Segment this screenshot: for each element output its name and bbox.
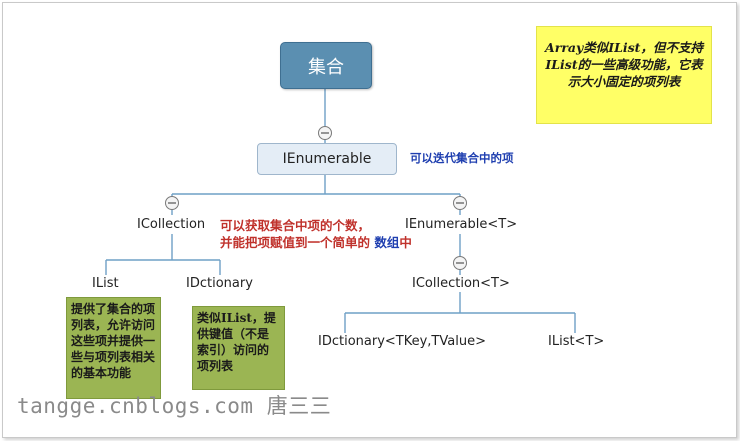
node-icollection-t[interactable]: ICollection<T> (412, 276, 510, 291)
node-ilist[interactable]: IList (92, 276, 119, 291)
icollection-note-line2a: 并能把项赋值到一个简单的 (220, 235, 371, 250)
watermark: tangge.cnblogs.com 唐三三 (17, 394, 332, 418)
icollection-note-array-word: 数组 (374, 235, 400, 250)
node-ienumerable-t[interactable]: IEnumerable<T> (405, 217, 518, 232)
collapse-minus-icon[interactable] (165, 196, 179, 210)
collapse-minus-icon[interactable] (453, 196, 467, 210)
node-ilist-t[interactable]: IList<T> (548, 334, 605, 349)
array-note: Array类似IList，但不支持IList的一些高级功能，它表示大小固定的项列… (536, 26, 712, 124)
icollection-note-line2c: 中 (399, 235, 412, 250)
icollection-note: 可以获取集合中项的个数， 并能把项赋值到一个简单的 数组中 (220, 217, 412, 251)
ienumerable-note: 可以迭代集合中的项 (410, 151, 514, 165)
icollection-note-line2: 并能把项赋值到一个简单的 数组中 (220, 234, 412, 251)
node-idictionary-kv[interactable]: IDctionary<TKey,TValue> (318, 334, 486, 349)
icollection-note-line1: 可以获取集合中项的个数， (220, 218, 371, 233)
collapse-minus-icon[interactable] (453, 256, 467, 270)
ilist-note: 提供了集合的项列表，允许访问这些项并提供一些与项列表相关的基本功能 (66, 297, 161, 399)
collapse-minus-icon[interactable] (318, 126, 332, 140)
node-icollection[interactable]: ICollection (137, 217, 206, 232)
idictionary-note: 类似IList，提供键值（不是索引）访问的项列表 (192, 306, 285, 390)
node-idictionary[interactable]: IDctionary (186, 276, 253, 291)
root-node[interactable]: 集合 (280, 42, 372, 89)
node-ienumerable[interactable]: IEnumerable (257, 143, 397, 175)
